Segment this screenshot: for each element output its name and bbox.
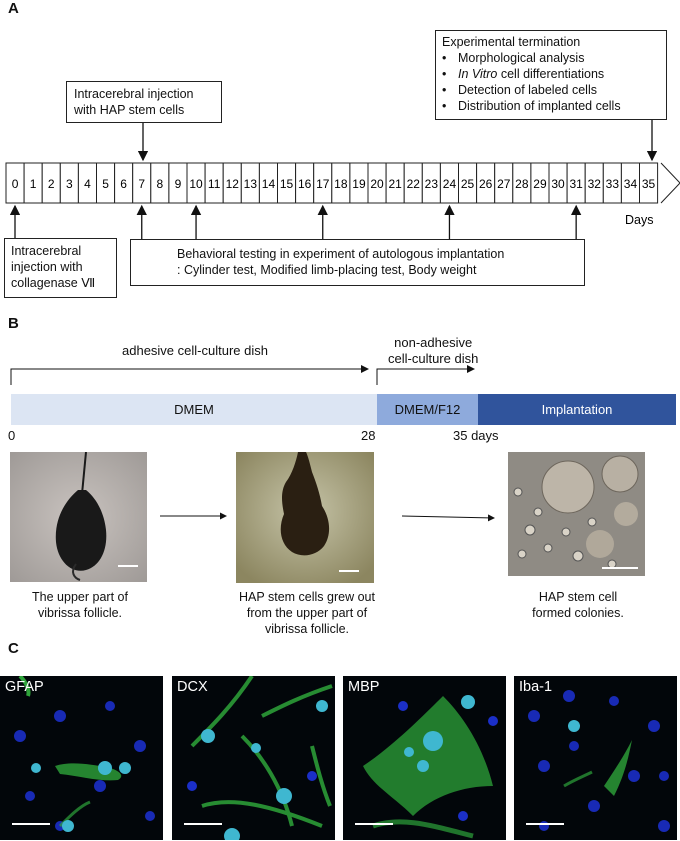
panel-label-c: C: [8, 640, 19, 657]
day-label: 2: [48, 177, 55, 191]
timeline-arrowhead: [660, 162, 680, 204]
day-label: 31: [569, 177, 583, 191]
days-label: Days: [625, 213, 653, 227]
termination-box: Experimental termination •Morphological …: [435, 30, 667, 120]
timeline-cell: [639, 162, 659, 204]
micrograph-arrows-svg: [160, 512, 495, 522]
day-label: 34: [624, 177, 638, 191]
day-label: 22: [407, 177, 421, 191]
dcx-image: DCX: [172, 676, 335, 840]
day-label: 21: [388, 177, 402, 191]
outgrowth-micrograph: [236, 452, 374, 583]
culture-arrows-svg: [10, 365, 475, 385]
day-label: 13: [244, 177, 258, 191]
termination-item: •Morphological analysis: [442, 51, 585, 65]
adhesive-label: adhesive cell-culture dish: [122, 343, 268, 358]
day-label: 4: [84, 177, 91, 191]
gfap-image: GFAP: [0, 676, 163, 840]
collagenase-box: Intracerebral injection with collagenase…: [4, 238, 117, 298]
day-label: 27: [497, 177, 511, 191]
dmem-bar: DMEM: [11, 394, 377, 425]
iba1-image: Iba-1: [514, 676, 677, 840]
follicle-micrograph: [10, 452, 147, 582]
day-label: 26: [479, 177, 493, 191]
mbp-scale-bar: [355, 823, 393, 825]
day-label: 33: [606, 177, 620, 191]
day-label: 35: [642, 177, 656, 191]
iba1-label: Iba-1: [519, 679, 553, 695]
day-label: 12: [226, 177, 240, 191]
tick-start: 0: [8, 428, 16, 443]
day-label: 7: [138, 177, 145, 191]
colonies-micrograph: [508, 452, 645, 576]
day-label: 24: [443, 177, 457, 191]
dmem-f12-bar: DMEM/F12: [377, 394, 478, 425]
adhesive-arrow: [10, 365, 369, 385]
dcx-label: DCX: [177, 679, 208, 695]
behavioral-arrows: [136, 204, 582, 239]
panel-label-b: B: [8, 315, 19, 332]
day-label: 6: [120, 177, 127, 191]
day-label: 0: [12, 177, 19, 191]
tick-28: 28: [361, 428, 376, 443]
day-label: 3: [66, 177, 73, 191]
day-label: 17: [316, 177, 330, 191]
termination-title: Experimental termination: [442, 35, 581, 49]
day-label: 20: [370, 177, 384, 191]
day-label: 1: [30, 177, 37, 191]
day-label: 23: [425, 177, 439, 191]
day-label: 19: [352, 177, 366, 191]
mbp-label: MBP: [348, 679, 380, 695]
gfap-label: GFAP: [5, 679, 44, 695]
day-label: 11: [208, 177, 221, 191]
day-label: 15: [280, 177, 294, 191]
arrow-to-colonies: [401, 514, 495, 522]
behavioral-box: Behavioral testing in experiment of auto…: [130, 239, 585, 286]
panel-label-a: A: [8, 0, 19, 17]
day-label: 32: [588, 177, 602, 191]
tick-35: 35 days: [453, 428, 499, 443]
termination-item: •Detection of labeled cells: [442, 83, 597, 97]
implantation-bar: Implantation: [478, 394, 676, 425]
day-label: 9: [175, 177, 182, 191]
non-adhesive-label: non-adhesive cell-culture dish: [388, 335, 479, 366]
day-label: 29: [533, 177, 547, 191]
termination-item: •In Vitro cell differentiations: [442, 67, 605, 81]
termination-item: •Distribution of implanted cells: [442, 99, 621, 113]
day-label: 30: [551, 177, 565, 191]
non-adhesive-arrow: [376, 365, 475, 385]
day-label: 10: [189, 177, 203, 191]
dcx-scale-bar: [184, 823, 222, 825]
day-label: 18: [334, 177, 348, 191]
gfap-scale-bar: [12, 823, 50, 825]
day-label: 25: [461, 177, 475, 191]
hap-injection-box: Intracerebral injection with HAP stem ce…: [66, 81, 222, 123]
day-label: 16: [298, 177, 312, 191]
day-label: 5: [102, 177, 109, 191]
iba1-scale-bar: [526, 823, 564, 825]
day-label: 8: [157, 177, 164, 191]
day-label: 14: [262, 177, 276, 191]
mbp-image: MBP: [343, 676, 506, 840]
day-label: 28: [515, 177, 529, 191]
